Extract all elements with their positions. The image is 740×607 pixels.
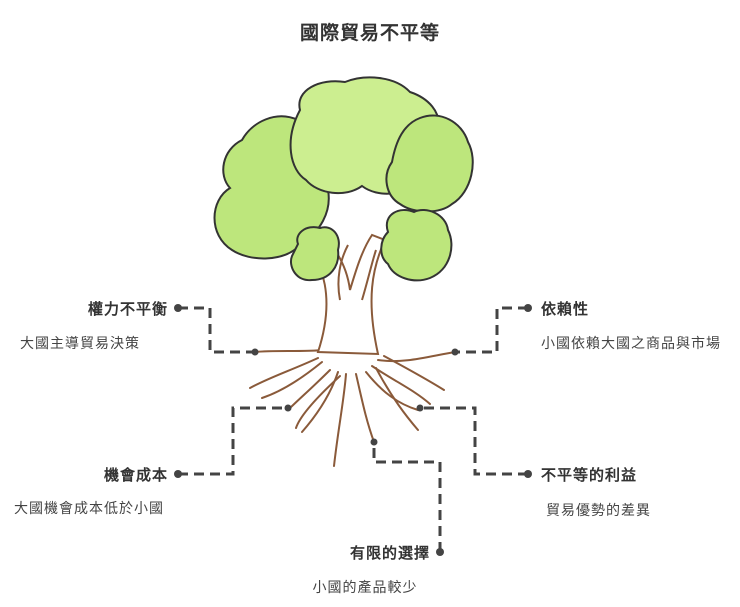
tree-foliage: [213, 76, 474, 282]
connectors: [178, 306, 528, 552]
connector-choice: [372, 442, 442, 552]
connector-benefit: [420, 406, 528, 476]
dot-power-start: [174, 304, 182, 312]
connector-dots: [174, 304, 532, 556]
dot-benefit-start: [524, 470, 532, 478]
dot-dependency-end: [451, 348, 459, 356]
canopy-small-left: [290, 226, 340, 282]
dot-opportunity-start: [174, 470, 182, 478]
dot-power-end: [251, 348, 259, 356]
diagram-title: 國際貿易不平等: [299, 22, 440, 44]
connector-power: [178, 306, 255, 354]
dot-choice-start: [436, 548, 444, 556]
label-benefit: 不平等的利益: [541, 466, 638, 484]
connector-dependency: [455, 306, 528, 354]
desc-dependency: 小國依賴大國之商品與市場: [541, 336, 721, 352]
tree-roots: [249, 349, 456, 467]
connector-opportunity: [178, 406, 288, 476]
desc-choice: 小國的產品較少: [312, 580, 418, 596]
label-power: 權力不平衡: [87, 300, 168, 318]
canopy-small-right: [380, 209, 453, 282]
dot-choice-end: [370, 438, 378, 446]
desc-opportunity: 大國機會成本低於小國: [14, 501, 164, 517]
label-opportunity: 機會成本: [103, 466, 168, 484]
desc-benefit: 貿易優勢的差異: [546, 503, 651, 519]
dot-opportunity-end: [284, 404, 292, 412]
canopy-right-lobe: [385, 114, 474, 213]
dot-benefit-end: [416, 404, 424, 412]
desc-power: 大國主導貿易決策: [20, 336, 140, 352]
label-dependency: 依賴性: [541, 300, 590, 318]
dot-dependency-start: [524, 304, 532, 312]
label-choice: 有限的選擇: [349, 544, 430, 562]
